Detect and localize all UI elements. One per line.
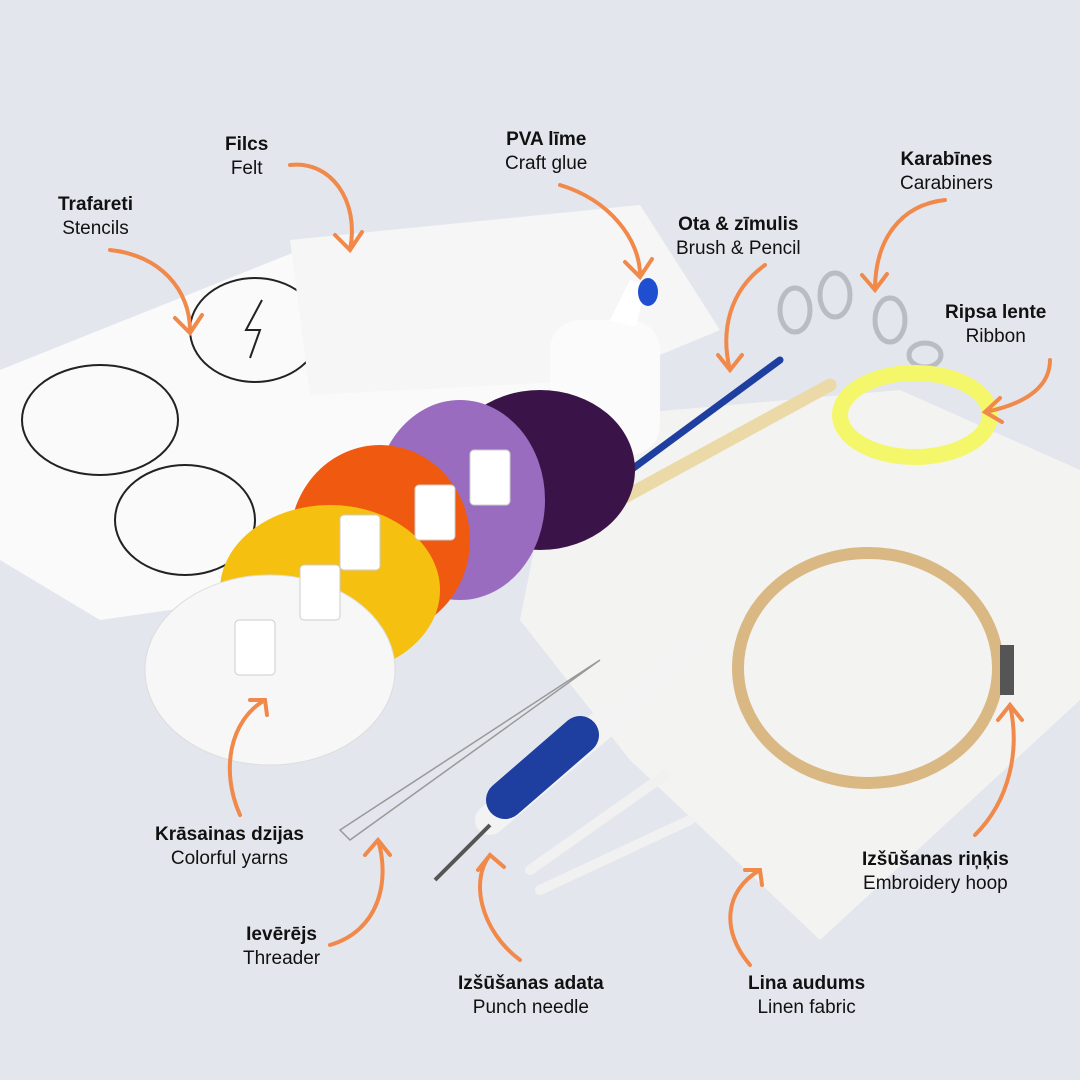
callout-arrows — [108, 162, 1052, 967]
label-threader-lv: Ievērējs — [246, 924, 317, 945]
stencil-clouds — [21, 364, 179, 476]
linen-fabric — [520, 390, 1080, 940]
label-stencils-en: Stencils — [62, 217, 129, 239]
label-felt-lv: Filcs — [225, 134, 269, 155]
arrow-glue — [558, 183, 654, 281]
label-punch-needle-lv: Izšūšanas adata — [458, 973, 604, 994]
arrow-carabiners — [860, 198, 947, 294]
arrow-felt — [288, 162, 364, 254]
spare-needle — [525, 770, 670, 875]
arrow-ribbon — [981, 358, 1052, 424]
label-stencils-lv: Trafareti — [58, 194, 133, 215]
label-glue-lv: PVA līme — [506, 129, 587, 150]
label-brush-pencil-en: Brush & Pencil — [676, 237, 801, 259]
arrow-stencils — [108, 248, 204, 337]
label-brush-pencil-lv: Ota & zīmulis — [678, 214, 799, 235]
punch-needle-tip — [433, 823, 492, 882]
label-ribbon-lv: Ripsa lente — [945, 302, 1047, 323]
arrow-hoop — [973, 701, 1024, 837]
yarn-labels — [234, 449, 511, 676]
spare-needle — [535, 815, 695, 895]
pencil — [603, 378, 837, 512]
label-carabiners-en: Carabiners — [900, 172, 993, 194]
label-punch-needle-en: Punch needle — [472, 996, 589, 1018]
label-yarns-en: Colorful yarns — [170, 847, 289, 869]
threader — [338, 659, 601, 841]
label-hoop-lv: Izšūšanas riņķis — [862, 849, 1009, 870]
label-threader-en: Threader — [243, 947, 321, 969]
stencil-rainbow — [114, 464, 256, 576]
punch-needle-grip — [486, 716, 599, 819]
label-glue-en: Craft glue — [505, 152, 588, 174]
bolt-icon — [244, 299, 263, 359]
arrow-yarns — [227, 698, 269, 817]
label-felt-en: Felt — [230, 157, 263, 179]
label-yarns-lv: Krāsainas dzijas — [155, 824, 304, 845]
label-linen-lv: Lina audums — [748, 973, 866, 994]
label-hoop-en: Embroidery hoop — [863, 872, 1008, 894]
label-carabiners-lv: Karabīnes — [900, 149, 993, 170]
hoop-screw — [1000, 645, 1014, 695]
label-linen-en: Linen fabric — [757, 996, 856, 1018]
arrow-punch-needle — [476, 852, 522, 962]
embroidery-hoop — [732, 547, 1004, 789]
glue-cap — [638, 278, 658, 306]
carabiners — [777, 270, 944, 370]
glue-nozzle — [610, 280, 646, 327]
arrow-threader — [328, 836, 392, 947]
label-ribbon-en: Ribbon — [965, 325, 1026, 347]
arrow-linen — [728, 868, 764, 967]
arrow-brush — [716, 263, 767, 374]
